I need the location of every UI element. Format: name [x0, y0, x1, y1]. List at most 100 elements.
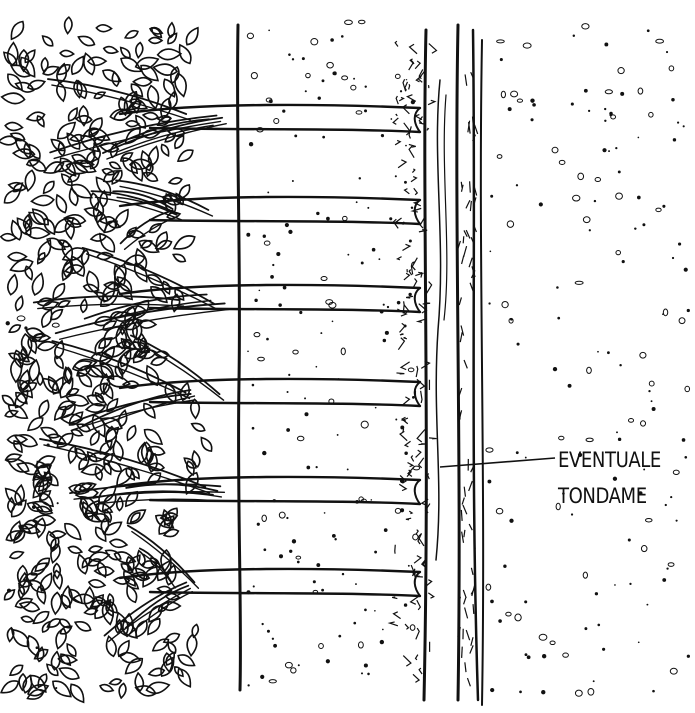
gravel-pebble [685, 386, 690, 391]
undergrowth-stroke [418, 444, 425, 445]
gravel-pebble [628, 419, 633, 423]
gravel-dot [318, 96, 321, 99]
leaf [75, 370, 94, 390]
gravel-dot [294, 134, 297, 137]
gravel-pebble [641, 421, 646, 426]
gravel-dot [677, 121, 679, 123]
undergrowth-stroke [402, 244, 409, 250]
gravel-dot [254, 299, 257, 302]
leaf [40, 34, 54, 48]
bark-mark [464, 360, 467, 368]
gravel-dot [266, 338, 269, 341]
gravel-pebble [523, 43, 531, 48]
undergrowth-stroke [396, 96, 398, 104]
leaf [148, 221, 163, 235]
gravel-pebble [359, 20, 365, 23]
gravel-dot [530, 118, 533, 121]
undergrowth-stroke [392, 597, 397, 599]
undergrowth-stroke [403, 79, 406, 91]
undergrowth-stroke [416, 628, 419, 639]
leaf [7, 19, 26, 42]
gravel-dot [268, 30, 270, 32]
undergrowth-stroke [411, 455, 413, 461]
leaf [107, 220, 121, 230]
undergrowth-stroke [399, 97, 403, 100]
gravel-pebble [638, 88, 643, 94]
gravel-dot [276, 252, 280, 256]
undergrowth-stroke [399, 323, 405, 332]
undergrowth-stroke [409, 270, 412, 275]
leaf [88, 157, 100, 170]
leaf [10, 131, 26, 143]
undergrowth-stroke [393, 118, 398, 124]
gravel-dot [374, 551, 377, 554]
undergrowth-stroke [400, 334, 404, 335]
leaf [168, 177, 182, 186]
gravel-dot [638, 641, 640, 643]
limb [54, 121, 220, 158]
gravel-pebble [539, 634, 547, 640]
gravel-dot [246, 233, 250, 237]
gravel-pebble [605, 90, 612, 94]
gravel-dot [272, 264, 274, 266]
gravel-dot [637, 196, 641, 200]
gravel-dot [382, 629, 384, 631]
gravel-dot [498, 619, 502, 623]
leaf [118, 683, 127, 699]
gravel-dot [381, 134, 384, 137]
gravel-dot [647, 29, 650, 32]
gravel-dot [367, 207, 369, 209]
undergrowth-stroke [415, 61, 420, 69]
undergrowth-stroke [390, 622, 398, 626]
gravel-pebble [575, 281, 583, 284]
gravel-pebble [578, 173, 584, 180]
leaf [183, 25, 202, 47]
gravel-pebble [515, 614, 521, 621]
leaf [19, 600, 41, 614]
gravel-pebble [649, 381, 654, 386]
leaf [134, 683, 157, 698]
leaf [31, 195, 54, 207]
gravel-pebble [297, 436, 304, 440]
gravel-pebble [506, 612, 511, 616]
bark-mark [467, 678, 470, 686]
gravel-dot [320, 332, 322, 334]
gravel-pebble [507, 221, 513, 227]
undergrowth-stroke [403, 301, 404, 313]
trunk-base [415, 288, 420, 312]
gravel-dot [356, 201, 358, 203]
gravel-dot [397, 301, 401, 305]
leaf [159, 143, 171, 157]
gravel-dot [490, 688, 494, 692]
gravel-pebble [356, 111, 362, 114]
gravel-dot [326, 217, 330, 221]
leaf [176, 652, 197, 669]
gravel-dot [371, 499, 373, 501]
gravel-pebble [258, 357, 265, 361]
gravel-dot [571, 513, 573, 515]
leaf [176, 147, 196, 164]
gravel-dot [594, 200, 596, 202]
leaf [73, 619, 92, 634]
undergrowth-stroke [424, 673, 425, 680]
bark-mark [464, 598, 466, 605]
gravel-dot [597, 624, 600, 627]
undergrowth-stroke [417, 430, 425, 442]
gravel-dot [322, 79, 325, 82]
undergrowth-stroke [429, 44, 437, 54]
gravel-pebble [588, 688, 594, 695]
leaf [26, 111, 46, 123]
gravel-dot [263, 235, 266, 238]
gravel-dot [622, 260, 625, 263]
gravel-pebble [663, 309, 667, 316]
gravel-pebble [52, 323, 59, 327]
bark-mark [471, 637, 473, 646]
gravel-dot [530, 98, 534, 102]
gravel-dot [593, 680, 595, 682]
leaf [67, 545, 82, 555]
gravel-pebble [582, 24, 589, 29]
undergrowth-stroke [414, 556, 421, 564]
bark-mark [471, 568, 473, 575]
leaf [101, 67, 123, 85]
gravel-dot [405, 145, 407, 147]
